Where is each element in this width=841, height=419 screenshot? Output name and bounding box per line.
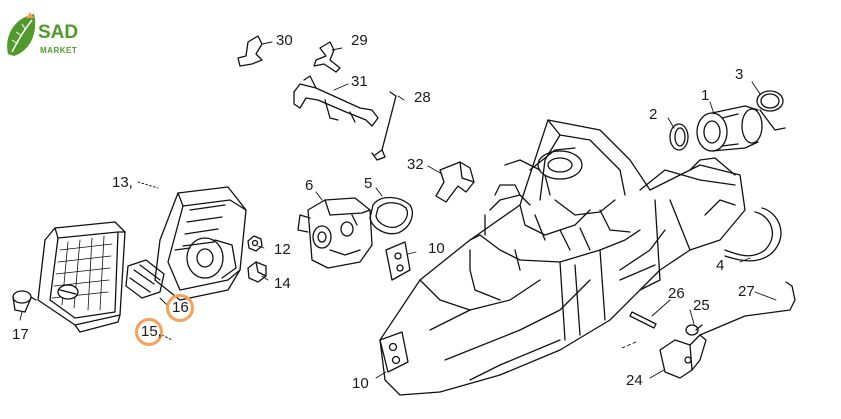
callout-27: 27 — [738, 283, 755, 300]
callout-5: 5 — [364, 175, 373, 192]
callout-17: 17 — [12, 326, 29, 343]
callout-32: 32 — [407, 156, 424, 173]
callout-28: 28 — [414, 89, 431, 106]
brand-line1: SAD — [38, 22, 79, 43]
highlight-circle-15 — [135, 318, 163, 346]
part-12-nut — [247, 235, 263, 252]
callout-14: 14 — [274, 275, 291, 292]
callout-6: 6 — [305, 177, 314, 194]
main-housing — [379, 119, 746, 396]
brand-line2: MARKET — [40, 46, 78, 55]
part-31-shaft-lever — [293, 75, 379, 127]
part-30-clip — [237, 35, 263, 67]
part-27-throttle-rod — [699, 281, 796, 336]
part-17-knob — [12, 290, 37, 313]
callout-10-lower: 10 — [352, 375, 369, 392]
part-3-clamp — [756, 90, 786, 131]
part-5-gasket — [369, 196, 413, 235]
part-28-choke-rod — [371, 91, 397, 161]
part-15-filter-cover — [37, 221, 126, 333]
callout-13: 13, — [112, 174, 133, 191]
part-6-carburetor — [297, 197, 373, 269]
callout-24: 24 — [626, 372, 643, 389]
part-26-pin — [629, 311, 657, 329]
part-24-throttle-trigger — [659, 334, 707, 379]
callout-12: 12 — [274, 241, 291, 258]
callout-31: 31 — [351, 73, 368, 90]
highlight-circle-16 — [166, 294, 194, 322]
part-16-filter-element — [125, 259, 165, 299]
part-4-hose — [724, 207, 782, 262]
part-32-bracket — [435, 161, 475, 203]
callout-2: 2 — [649, 106, 658, 123]
part-13-filter-base — [154, 186, 247, 301]
callout-3: 3 — [735, 66, 744, 83]
callout-10-upper: 10 — [428, 240, 445, 257]
part-1-intake-boot — [696, 105, 763, 152]
callout-30: 30 — [276, 32, 293, 49]
callout-4: 4 — [716, 257, 725, 274]
part-25-spring — [685, 324, 703, 336]
callout-26: 26 — [668, 285, 685, 302]
part-29-clip — [313, 41, 341, 73]
callout-25: 25 — [693, 297, 710, 314]
part-10-lower-spacer — [379, 331, 409, 373]
callout-1: 1 — [701, 87, 710, 104]
leaf-icon — [7, 12, 36, 56]
sad-market-logo: SAD MARKET — [4, 10, 84, 62]
callout-16: 16 — [172, 299, 189, 316]
callout-29: 29 — [351, 32, 368, 49]
part-14-grommet — [247, 261, 267, 283]
callout-15: 15, — [141, 323, 162, 340]
leader-lines — [19, 41, 777, 379]
part-10-upper-spacer — [385, 241, 411, 281]
part-2-ring — [669, 123, 689, 151]
